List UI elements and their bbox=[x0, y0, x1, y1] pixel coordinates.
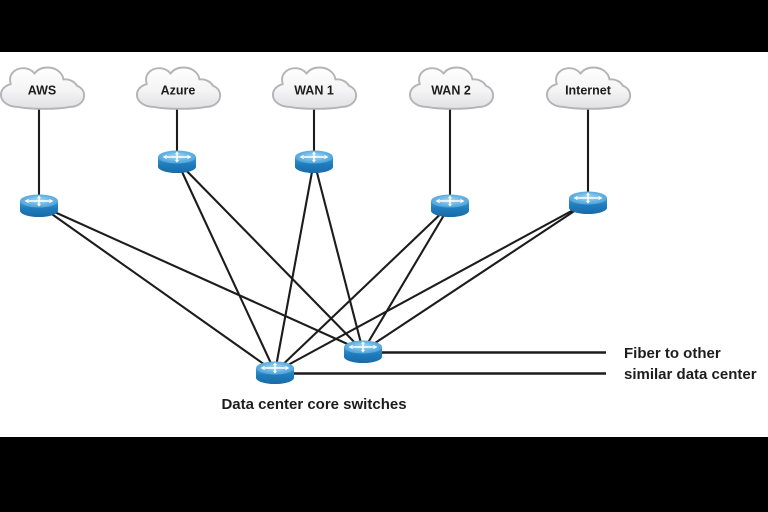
fiber-caption-line2: similar data center bbox=[624, 366, 757, 383]
edge-router-icon-wan2-router bbox=[431, 194, 469, 217]
edge-router-icon-azure-router bbox=[158, 150, 196, 173]
cloud-label-wan1: WAN 1 bbox=[294, 84, 334, 98]
link-azure-router-to-core-left bbox=[175, 159, 277, 374]
core-switch-icon-core-right bbox=[344, 340, 382, 363]
cloud-shape-wan2 bbox=[408, 66, 495, 110]
edge-router-icon-wan1-router bbox=[295, 150, 333, 173]
cloud-label-wan2: WAN 2 bbox=[431, 84, 471, 98]
letterbox-top bbox=[0, 0, 768, 52]
cloud-shape-azure bbox=[135, 66, 222, 110]
link-wan1-router-to-core-right bbox=[312, 159, 365, 353]
edge-router-icon-aws-router bbox=[20, 194, 58, 217]
link-wan1-router-to-core-left bbox=[273, 159, 316, 374]
edge-router-icon-internet-router bbox=[569, 191, 607, 214]
cloud-shape-internet bbox=[545, 66, 632, 110]
link-azure-router-to-core-right bbox=[175, 159, 365, 353]
router-arrows-glyph bbox=[24, 195, 54, 207]
cloud-wan2 bbox=[408, 66, 495, 110]
links-layer bbox=[37, 99, 606, 375]
fiber-caption-line1: Fiber to other bbox=[624, 345, 721, 362]
router-arrows-glyph bbox=[299, 151, 329, 163]
cloud-shape-aws bbox=[0, 66, 86, 110]
cloud-label-azure: Azure bbox=[161, 84, 196, 98]
link-internet-router-to-core-left bbox=[273, 200, 590, 374]
cloud-wan1 bbox=[271, 66, 358, 110]
link-wan2-router-to-core-right bbox=[361, 203, 452, 353]
cloud-label-internet: Internet bbox=[565, 84, 612, 98]
cloud-aws bbox=[0, 66, 86, 110]
cloud-shape-wan1 bbox=[271, 66, 358, 110]
link-internet-router-to-core-right bbox=[361, 200, 590, 353]
devices-layer bbox=[20, 150, 607, 384]
captions-layer: Data center core switches Fiber to other s… bbox=[221, 345, 756, 413]
cloud-internet bbox=[545, 66, 632, 110]
letterbox-bottom bbox=[0, 437, 768, 512]
router-arrows-glyph bbox=[348, 341, 378, 353]
cloud-label-aws: AWS bbox=[28, 84, 56, 98]
clouds-layer: AWS Azure WAN 1 WAN 2 Internet bbox=[0, 66, 632, 110]
router-arrows-glyph bbox=[162, 151, 192, 163]
router-arrows-glyph bbox=[435, 195, 465, 207]
network-topology-diagram: AWS Azure WAN 1 WAN 2 Internet Data center c… bbox=[0, 66, 757, 413]
core-switch-icon-core-left bbox=[256, 361, 294, 384]
router-arrows-glyph bbox=[573, 192, 603, 204]
link-aws-router-to-core-right bbox=[37, 203, 365, 353]
router-arrows-glyph bbox=[260, 362, 290, 374]
core-switches-caption: Data center core switches bbox=[221, 396, 406, 413]
link-wan2-router-to-core-left bbox=[273, 203, 452, 374]
cloud-azure bbox=[135, 66, 222, 110]
network-diagram-canvas: AWS Azure WAN 1 WAN 2 Internet Data center c… bbox=[0, 52, 768, 437]
link-aws-router-to-core-left bbox=[37, 203, 277, 374]
